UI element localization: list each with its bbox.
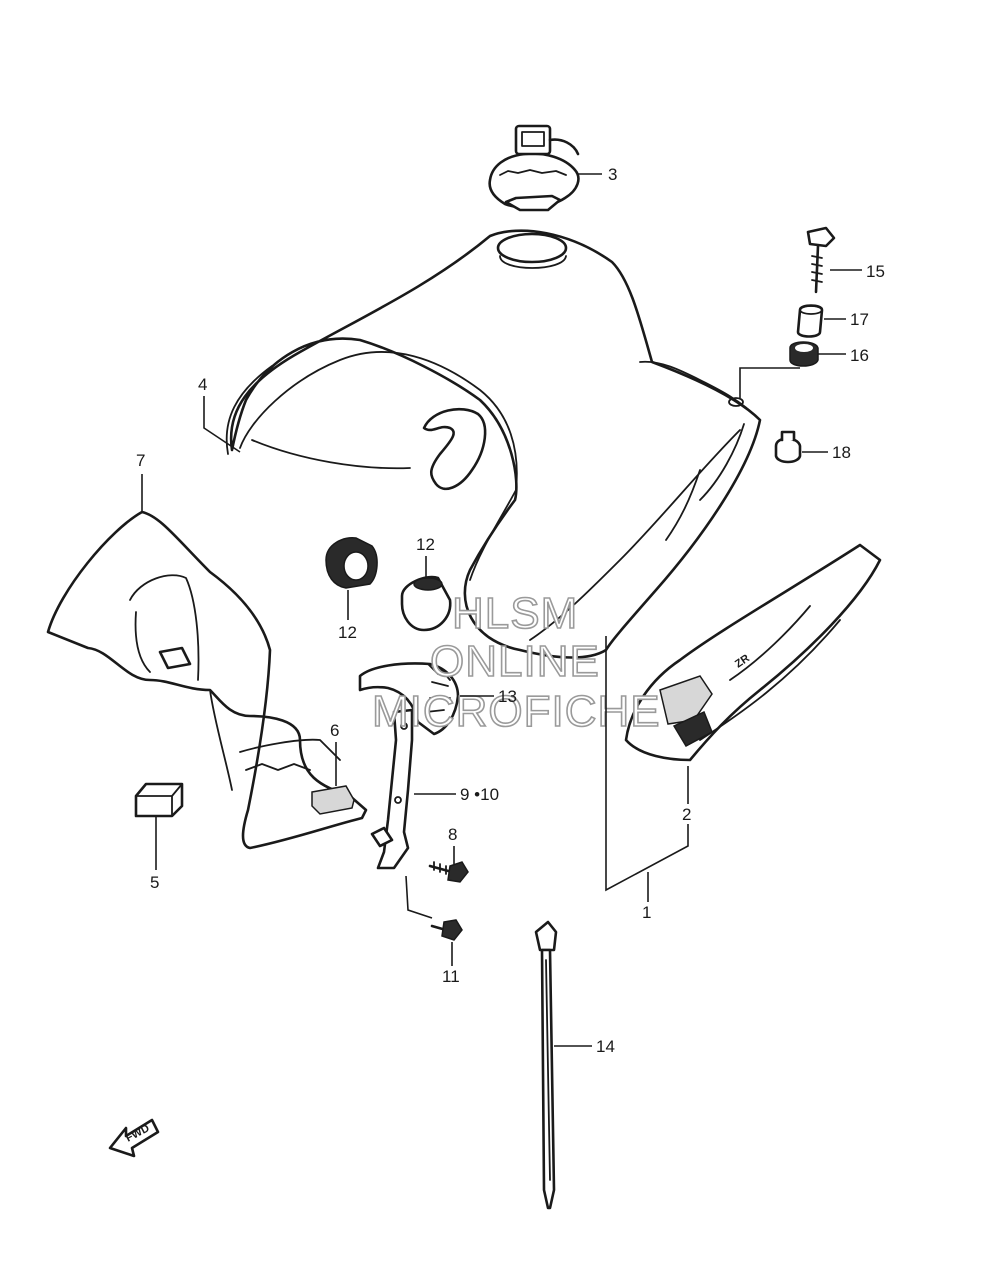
- watermark-line-2: ONLINE: [430, 637, 600, 686]
- watermark-line-1: HLSM: [452, 589, 578, 638]
- callout-16: 16: [850, 346, 869, 365]
- watermark-line-3: MICROFICHE: [372, 687, 661, 736]
- rubber-block-part-5[interactable]: [134, 782, 184, 818]
- cushion-part-12-left[interactable]: [325, 536, 378, 589]
- fuel-tank-part-1[interactable]: [229, 229, 762, 659]
- cable-tie-part-14[interactable]: [534, 920, 558, 1210]
- cushion-part-13[interactable]: [358, 662, 460, 736]
- bracket-part-9-10[interactable]: [370, 708, 414, 870]
- callout-12-right: 12: [416, 535, 435, 554]
- watermark: HLSM ONLINE MICROFICHE: [371, 588, 661, 737]
- callout-4: 4: [198, 375, 207, 394]
- pad-part-6[interactable]: [311, 785, 355, 815]
- callout-3: 3: [608, 165, 617, 184]
- callout-11: 11: [442, 967, 460, 986]
- callout-7: 7: [136, 451, 145, 470]
- callout-18: 18: [832, 443, 851, 462]
- callout-6: 6: [330, 721, 339, 740]
- cushion-part-18[interactable]: [774, 430, 802, 464]
- side-cover-part-7[interactable]: [46, 510, 368, 850]
- bolt-part-11[interactable]: [430, 919, 463, 941]
- emblem-part-2[interactable]: ZR: [624, 543, 882, 762]
- cushion-part-12-right[interactable]: [400, 575, 452, 632]
- fwd-arrow-icon: FWD: [108, 1118, 160, 1158]
- bolt-part-8[interactable]: [428, 861, 469, 883]
- callout-labels: 3 15 17 16 18 4 7 12 12 13 6 9 •10 8 5 1…: [136, 165, 885, 1056]
- callout-13: 13: [498, 687, 517, 706]
- callout-1: 1: [642, 903, 651, 922]
- callout-15: 15: [866, 262, 885, 281]
- leader-lines: [141, 173, 862, 1047]
- fuel-cap-part-3[interactable]: [488, 124, 580, 212]
- grommet-part-16[interactable]: [789, 341, 819, 367]
- callout-14: 14: [596, 1037, 615, 1056]
- callout-5: 5: [150, 873, 159, 892]
- callout-9-10: 9 •10: [460, 785, 499, 804]
- callout-17: 17: [850, 310, 869, 329]
- callout-8: 8: [448, 825, 457, 844]
- bolt-part-15[interactable]: [806, 226, 836, 294]
- callout-12-left: 12: [338, 623, 357, 642]
- spacer-part-17[interactable]: [796, 304, 824, 338]
- callout-2: 2: [682, 805, 691, 824]
